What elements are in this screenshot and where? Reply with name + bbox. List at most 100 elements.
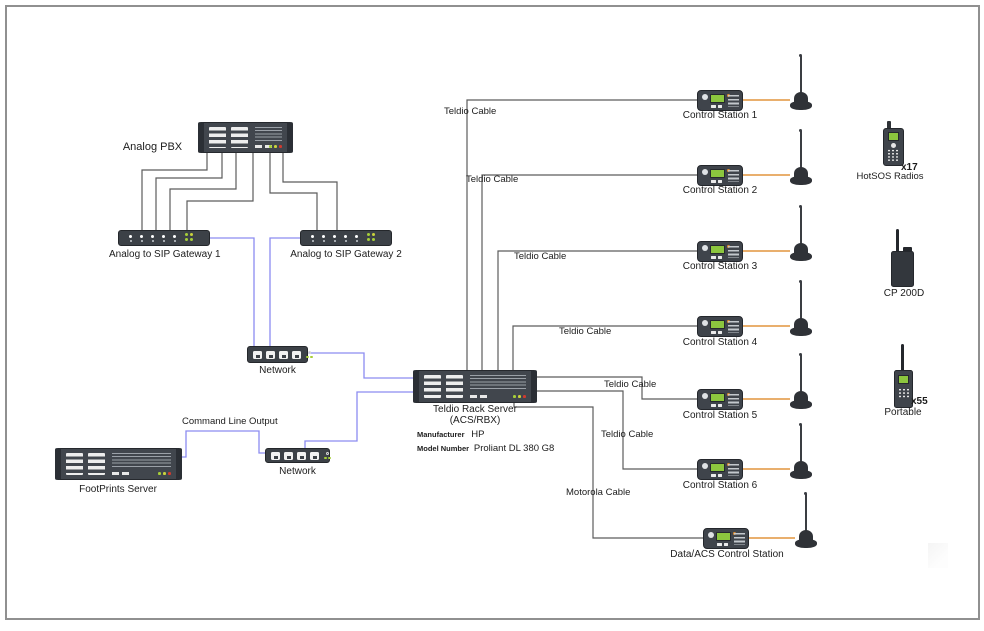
control-station-4-label: Control Station 4 — [682, 337, 758, 348]
teldio-cable-label-6: Teldio Cable — [601, 429, 654, 440]
status-led-icons — [158, 472, 171, 475]
wire-gw2-network — [269, 237, 300, 346]
teldio-cable-label-5: Teldio Cable — [604, 379, 657, 390]
portable-walkie-icon — [893, 344, 915, 408]
gateway-led-icons — [185, 232, 193, 241]
cp200d-walkie-icon — [891, 229, 917, 287]
control-station-radio-icon — [697, 389, 743, 410]
switch-led-icons — [306, 351, 313, 358]
antenna-icon — [795, 492, 817, 548]
control-station-radio-icon — [697, 241, 743, 262]
phone-keypad-icon — [887, 149, 899, 161]
render-artifact — [928, 543, 948, 568]
server-manufacturer-row: Manufacturer HP — [417, 429, 485, 441]
analog-sip-gateway-1-device — [118, 230, 210, 246]
network-bottom-label: Network — [279, 466, 316, 477]
wire-teldio-cs1 — [466, 99, 697, 370]
vent-grille-icon — [255, 127, 282, 141]
hotsos-radios-label: HotSOS Radios — [856, 171, 924, 182]
control-station-5-label: Control Station 5 — [682, 410, 758, 421]
antenna-icon — [790, 353, 812, 409]
footprints-server-device — [55, 448, 182, 480]
page-border-frame — [5, 5, 980, 620]
teldio-cable-label-4: Teldio Cable — [559, 326, 612, 337]
antenna-icon — [790, 423, 812, 479]
port-icons — [255, 144, 272, 148]
phone-antenna-stub-icon — [887, 121, 891, 130]
port-icons — [470, 394, 487, 398]
analog-sip-gateway-2-label: Analog to SIP Gateway 2 — [290, 249, 402, 260]
teldio-cable-label-3: Teldio Cable — [514, 251, 567, 262]
control-station-6-label: Control Station 6 — [682, 480, 758, 491]
wire-teldio-cs3 — [497, 250, 697, 370]
wire-teldio-cs5 — [537, 376, 697, 400]
drive-bays-icon — [66, 453, 105, 475]
status-led-icons — [269, 145, 282, 148]
switch-port-icons — [253, 350, 301, 359]
drive-bays-icon — [424, 375, 463, 398]
gateway-led-icons — [367, 232, 375, 241]
motorola-cable-label: Motorola Cable — [566, 487, 631, 498]
wire-pbx-gw2-2 — [282, 153, 338, 230]
antenna-icon — [790, 54, 812, 110]
status-led-icons — [513, 395, 526, 398]
vent-grille-icon — [470, 375, 526, 390]
wire-network-server — [308, 352, 413, 379]
server-name-line1: Teldio Rack Server — [433, 404, 517, 415]
network-switch-bottom-device — [265, 448, 331, 463]
wire-teldio-cs4 — [512, 325, 697, 370]
analog-sip-gateway-2-device — [300, 230, 392, 246]
server-model-row: Model Number Proliant DL 380 G8 — [417, 443, 554, 455]
server-name-line2: (ACS/RBX) — [449, 415, 501, 426]
portable-label: Portable — [884, 407, 922, 418]
manufacturer-value: HP — [471, 429, 485, 440]
data-acs-control-station-label: Data/ACS Control Station — [670, 549, 784, 560]
port-icons — [112, 471, 129, 475]
wire-pbx-gw1-4 — [186, 153, 254, 230]
footprints-server-label: FootPrints Server — [79, 484, 157, 495]
vent-grille-icon — [112, 453, 171, 468]
teldio-cable-label-1: Teldio Cable — [444, 106, 497, 117]
switch-led-icons — [324, 452, 331, 459]
walkie-keypad-icon — [898, 388, 910, 399]
wire-pbx-gw1-2 — [155, 153, 223, 230]
hotsos-count-badge: x17 — [901, 162, 918, 173]
antenna-icon — [790, 205, 812, 261]
cp200d-label: CP 200D — [883, 288, 925, 299]
phone-button-icon — [890, 142, 896, 148]
wire-motorola-dataacs — [513, 403, 703, 539]
network-top-label: Network — [259, 365, 296, 376]
network-switch-top-device — [247, 346, 313, 363]
data-acs-control-station-radio-icon — [703, 528, 749, 549]
switch-port-icons — [271, 451, 319, 460]
command-line-output-label: Command Line Output — [182, 416, 278, 427]
control-station-2-label: Control Station 2 — [682, 185, 758, 196]
phone-screen-icon — [887, 132, 899, 141]
wire-network2-server — [304, 391, 413, 448]
manufacturer-key: Manufacturer — [417, 430, 465, 439]
antenna-icon — [790, 280, 812, 336]
wire-gw1-network — [210, 237, 255, 346]
analog-pbx-device — [198, 122, 293, 153]
portable-count-badge: x55 — [911, 396, 928, 407]
control-station-radio-icon — [697, 459, 743, 480]
drive-bays-icon — [209, 127, 248, 148]
control-station-radio-icon — [697, 165, 743, 186]
model-value: Proliant DL 380 G8 — [473, 443, 555, 454]
wire-teldio-cs2 — [481, 174, 697, 370]
analog-sip-gateway-1-label: Analog to SIP Gateway 1 — [109, 249, 221, 260]
control-station-radio-icon — [697, 316, 743, 337]
control-station-radio-icon — [697, 90, 743, 111]
gateway-port-icons — [129, 234, 176, 242]
wire-footprints-network2 — [182, 430, 265, 458]
control-station-1-label: Control Station 1 — [682, 110, 758, 121]
wire-pbx-gw1-3 — [169, 153, 237, 230]
walkie-antenna-icon — [901, 344, 905, 372]
walkie-antenna-icon — [896, 229, 900, 252]
wire-pbx-gw2-1 — [269, 153, 318, 230]
hotsos-phone-icon — [883, 121, 906, 167]
teldio-cable-label-2: Teldio Cable — [466, 174, 519, 185]
analog-pbx-label: Analog PBX — [122, 141, 183, 153]
